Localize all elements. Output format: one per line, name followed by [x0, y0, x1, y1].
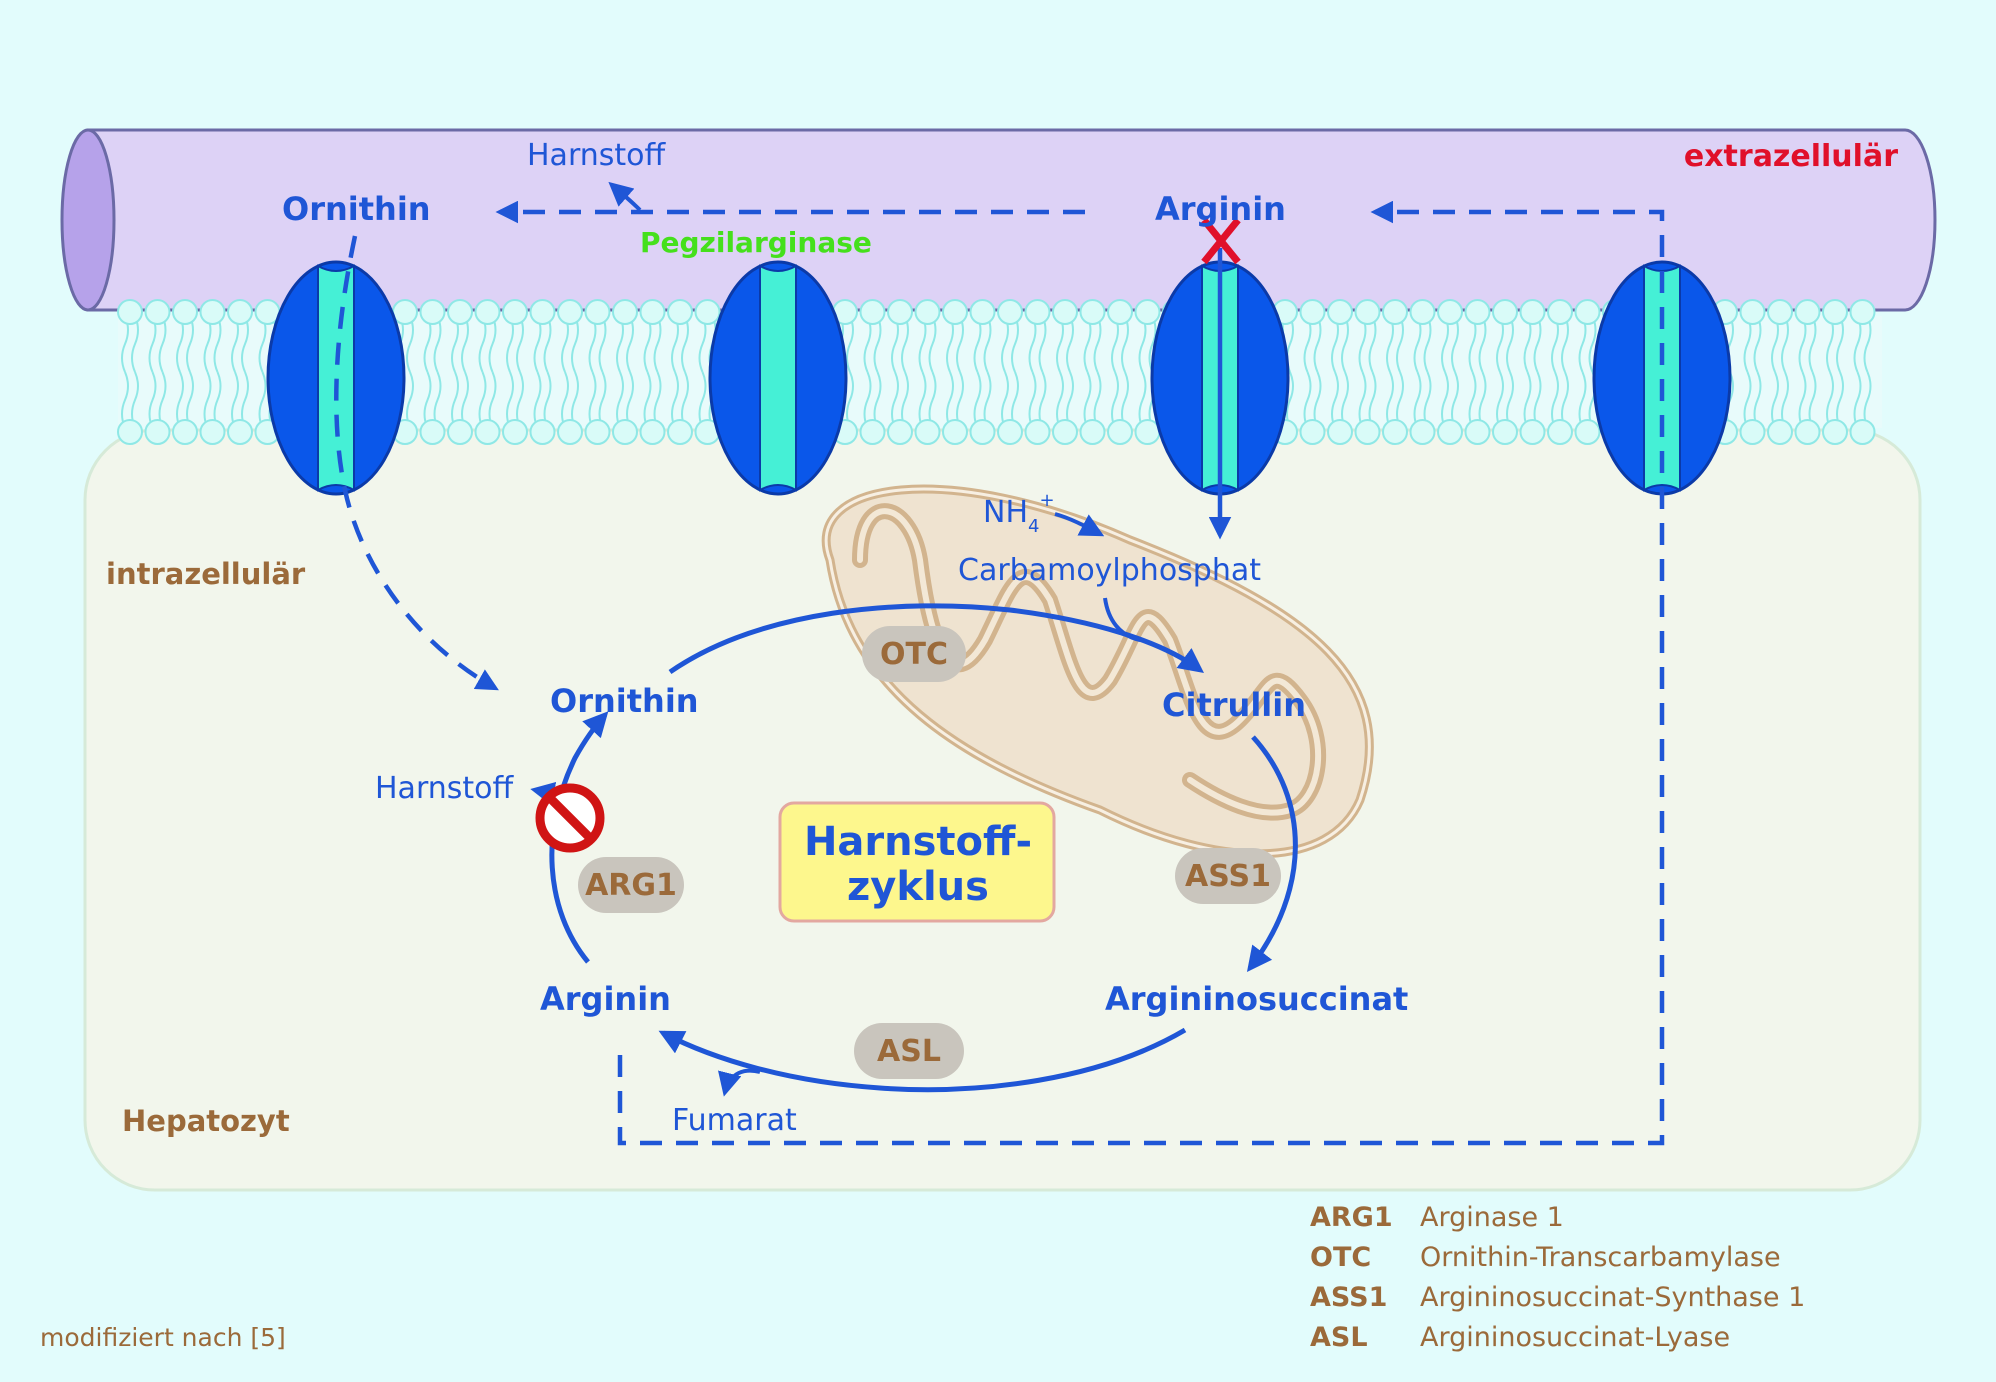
cycle-title-line2: zyklus: [847, 864, 989, 910]
drug-label: Pegzilarginase: [640, 226, 872, 259]
legend-abbr: ASL: [1310, 1322, 1368, 1353]
cycle-title-box: [778, 801, 1056, 923]
carbamoyl-feed-arrow: [1103, 597, 1141, 642]
legend-name: Argininosuccinat-Synthase 1: [1420, 1282, 1805, 1313]
fumarat-release-arrow: [718, 1068, 761, 1097]
transporter-protein: [1592, 260, 1732, 496]
ammonium-to-carbamoyl-arrow: [1054, 512, 1105, 537]
legend-abbr: OTC: [1310, 1242, 1371, 1273]
hepatocyte-label: Hepatozyt: [122, 1104, 290, 1138]
legend-name: Argininosuccinat-Lyase: [1420, 1322, 1730, 1353]
blocked-arginine-x-icon: [1201, 217, 1241, 265]
argininosuccinat-label: Argininosuccinat: [1105, 980, 1408, 1018]
otc-label: OTC: [880, 637, 948, 672]
ammonium-label: NH4+: [983, 490, 1055, 537]
asl-label: ASL: [877, 1034, 941, 1069]
arginin-label: Arginin: [540, 980, 671, 1018]
extracellular-label: extrazellulär: [1684, 139, 1898, 174]
extracellular-harnstoff-label: Harnstoff: [527, 138, 667, 173]
ammonium-superscript: +: [1039, 490, 1054, 511]
legend-abbr: ASS1: [1310, 1282, 1387, 1313]
cycle-title-line1: Harnstoff-: [804, 819, 1032, 865]
ass1-label: ASS1: [1185, 859, 1271, 894]
intracellular-harnstoff-label: Harnstoff: [375, 771, 515, 806]
legend-name: Ornithin-Transcarbamylase: [1420, 1242, 1781, 1273]
fumarat-label: Fumarat: [672, 1103, 797, 1138]
source-note: modifiziert nach [5]: [40, 1323, 286, 1352]
blood-vessel: [60, 128, 1937, 312]
legend: ARG1 Arginase 1 OTC Ornithin-Transcarbam…: [1310, 1202, 1805, 1353]
ammonium-subscript: 4: [1028, 516, 1039, 537]
citrullin-to-argininosuccinat-arc: [1246, 735, 1298, 972]
arginine-recycling-path: [617, 200, 1665, 1146]
arg1-label: ARG1: [585, 868, 677, 903]
enzyme-badge-ass1: [1175, 848, 1281, 904]
ornithin-efflux-path: [334, 235, 499, 691]
extracellular-arginin-label: Arginin: [1155, 190, 1286, 228]
transporter-protein: [266, 260, 406, 496]
enzyme-badge-asl: [854, 1023, 964, 1079]
extracellular-ornithin-label: Ornithin: [282, 190, 431, 228]
argininosuccinat-to-arginin-arc: [658, 1027, 1187, 1093]
legend-abbr: ARG1: [1310, 1202, 1393, 1233]
legend-name: Arginase 1: [1420, 1202, 1564, 1233]
ornithin-label: Ornithin: [550, 682, 699, 720]
extracellular-urea-arrow: [608, 181, 642, 212]
enzyme-badge-arg1: [578, 857, 684, 913]
enzyme-badge-otc: [862, 626, 966, 682]
citrullin-label: Citrullin: [1162, 686, 1306, 724]
intracellular-label: intrazellulär: [106, 557, 306, 591]
transporter-protein: [708, 260, 848, 496]
ornithin-to-citrullin-arc: [668, 603, 1205, 675]
arg1-inhibition-icon: [535, 783, 605, 853]
carbamoylphosphat-label: Carbamoylphosphat: [958, 553, 1261, 588]
transporters: [266, 260, 1732, 496]
